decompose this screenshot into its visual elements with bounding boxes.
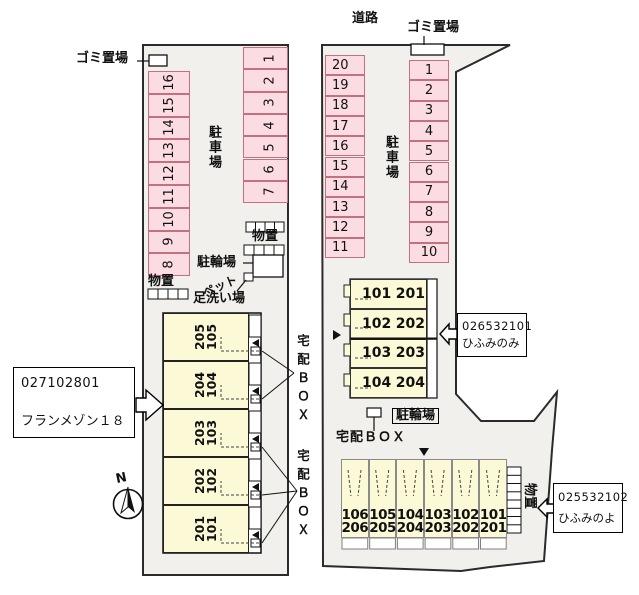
south-building-unit: 103 203: [424, 459, 452, 538]
east-lot-stall: 12: [325, 217, 365, 238]
west-lot-stall: 10: [148, 207, 190, 231]
west-building-unit: 201 101: [163, 505, 249, 553]
west-lot-stall: 9: [148, 230, 190, 254]
storage-label-upper: 物置: [252, 229, 279, 244]
east-lot-stall: 8: [409, 202, 449, 223]
bicycle-label-east: 駐輪場: [392, 408, 440, 424]
callout-east-building: 026532101 ひふみのみ: [457, 313, 533, 357]
east-lot-stall: 6: [409, 161, 449, 182]
south-building-unit: 101 201: [479, 459, 508, 538]
east-lot-stall: 11: [325, 237, 365, 258]
west-building-unit: 205 105: [163, 313, 249, 361]
callout-south-building: 025532102 ひふみのよ: [553, 483, 629, 533]
callout-west-name: フランメゾン１８: [21, 414, 125, 429]
south-building-unit: 102 202: [451, 459, 480, 538]
storage-grid-lower: [147, 288, 189, 300]
west-lot-stall: 4: [243, 113, 288, 137]
east-building-unit: 102 202: [350, 308, 427, 339]
west-lot-stall: 3: [243, 91, 288, 114]
west-lot-stall: 7: [243, 180, 288, 204]
west-lot-stall: 1: [243, 47, 288, 70]
east-lot-stall: 18: [325, 95, 365, 116]
south-building-unit: 105 205: [368, 459, 397, 538]
east-lot-stall: 9: [409, 222, 449, 243]
east-lot-stall: 3: [409, 100, 449, 121]
south-building-unit: 106 206: [341, 459, 369, 538]
east-lot-outline: [320, 44, 559, 573]
east-lot-stall: 14: [325, 176, 365, 198]
parking-lot-label-east: 駐車場: [383, 135, 398, 180]
south-building-porches: [341, 537, 507, 550]
garbage-label-west: ゴミ置場: [76, 51, 129, 66]
west-lot-stall: 12: [148, 162, 190, 185]
east-lot-stall: 10: [409, 242, 449, 263]
east-lot-stall: 15: [325, 156, 365, 177]
east-lot-stall: 20: [325, 55, 365, 76]
east-lot-stall: 1: [409, 60, 449, 81]
garbage-label-east: ゴミ置場: [407, 20, 460, 35]
road-label: 道路: [352, 11, 379, 26]
east-lot-stall: 7: [409, 181, 449, 203]
west-lot-stall: 13: [148, 139, 190, 163]
east-lot-stall: 5: [409, 141, 449, 162]
delivery-box-label-east: 宅配ＢＯＸ: [336, 430, 407, 445]
delivery-box-label-west-1: 宅配ＢＯＸ: [295, 334, 310, 427]
bicycle-parking-marker-east: [366, 407, 382, 418]
delivery-box-label-west-2: 宅配ＢＯＸ: [295, 449, 310, 542]
parking-lot-label-west: 駐車場: [206, 125, 221, 170]
east-lot-stall: 17: [325, 115, 365, 137]
west-lot-stall: 6: [243, 158, 288, 181]
east-lot-stall: 4: [409, 120, 449, 142]
west-lot-stall: 5: [243, 136, 288, 159]
garbage-box-east: [410, 43, 445, 56]
east-lot-stall: 13: [325, 197, 365, 218]
west-building-unit: 203 103: [163, 409, 249, 457]
callout-west-building: 027102801 フランメゾン１８: [13, 367, 135, 438]
west-lot-stall: 2: [243, 69, 288, 92]
callout-south-name: ひふみのよ: [558, 511, 616, 525]
west-lot-stall: 11: [148, 185, 190, 208]
west-lot-stall: 14: [148, 116, 190, 140]
storage-label-lower: 物置: [148, 274, 175, 289]
east-building-unit: 103 203: [350, 338, 427, 369]
east-lot-stall: 16: [325, 136, 365, 157]
west-lot-stall: 8: [148, 253, 190, 277]
south-building-unit: 104 204: [396, 459, 424, 538]
west-lot-stall: 16: [148, 71, 190, 94]
east-lot-stall: 19: [325, 75, 365, 96]
storage-label-south: 物置: [522, 482, 538, 510]
bicycle-label-west: 駐輪場: [197, 255, 237, 270]
callout-east-code: 026532101: [462, 319, 533, 333]
east-lot-stall: 2: [409, 80, 449, 101]
storage-stack-south: [506, 466, 522, 534]
callout-west-code: 027102801: [21, 376, 100, 391]
callout-south-code: 025532102: [558, 490, 629, 504]
pet-wash-label-line2: 足洗い場: [193, 291, 246, 306]
bicycle-parking-area-west: [252, 254, 284, 278]
pet-wash-marker-box: [243, 272, 254, 282]
west-building-unit: 204 104: [163, 361, 249, 409]
garbage-box-west: [148, 54, 168, 67]
west-building-unit: 202 102: [163, 457, 249, 505]
east-building-unit: 104 204: [350, 368, 427, 399]
callout-east-name: ひふみのみ: [462, 336, 520, 350]
west-lot-stall: 15: [148, 93, 190, 117]
east-building-unit: 101 201: [350, 279, 427, 309]
